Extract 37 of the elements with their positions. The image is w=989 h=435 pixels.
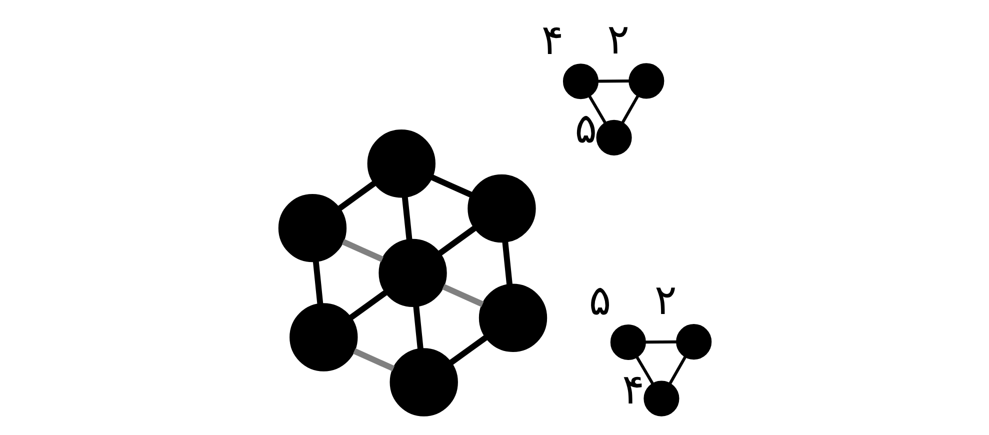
connector: [352, 348, 394, 372]
node-circle: [378, 238, 446, 308]
node-label: ۲: [654, 275, 676, 324]
node-label: ۵: [574, 104, 597, 153]
node-circle: [289, 303, 358, 372]
node-circle: [467, 174, 536, 243]
connector: [438, 226, 476, 256]
connector: [588, 95, 606, 124]
connector: [442, 284, 484, 307]
node-circle: [643, 380, 679, 416]
connector: [341, 239, 384, 262]
node-circle: [610, 324, 646, 360]
connector: [668, 355, 686, 384]
connector: [312, 261, 323, 304]
node-circle: [478, 284, 547, 352]
node-circle: [389, 348, 458, 416]
connector: [635, 356, 654, 386]
connector: [448, 335, 487, 366]
node-label: ۵: [588, 276, 611, 325]
connector: [401, 196, 412, 241]
node-label: ۴: [540, 14, 564, 64]
node-label: ۲: [606, 14, 629, 64]
connector: [620, 94, 640, 124]
connector: [337, 180, 376, 211]
connector: [412, 306, 423, 350]
node-circle: [278, 194, 346, 262]
node-circle: [562, 64, 598, 100]
connector: [644, 340, 678, 344]
node-circle: [676, 324, 712, 360]
connector: [596, 80, 630, 83]
node-circle: [628, 63, 664, 99]
node-circle: [596, 120, 632, 156]
connector: [502, 242, 512, 286]
node-circle: [366, 130, 435, 198]
connector: [430, 174, 472, 198]
node-label: ۴: [622, 364, 644, 414]
connector: [348, 290, 387, 320]
